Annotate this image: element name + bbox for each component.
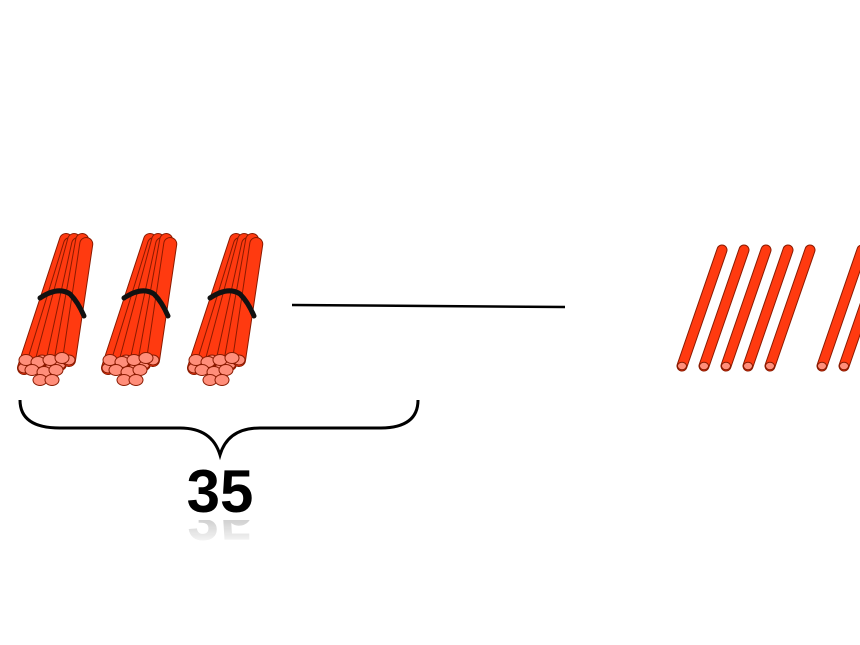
- stick-end: [218, 364, 234, 376]
- tens-bundle: [101, 233, 178, 386]
- stick-end: [48, 364, 64, 376]
- stick-end: [224, 352, 240, 364]
- total-value-label: 35: [186, 458, 254, 525]
- bundle-band: [207, 288, 257, 319]
- ones-stick: [838, 302, 860, 372]
- stick-end: [44, 374, 60, 386]
- answer-blank-line: [291, 303, 566, 309]
- total-brace: [18, 399, 420, 461]
- bundle-band: [37, 288, 87, 319]
- tens-bundle: [17, 233, 94, 386]
- ones-stick: [720, 244, 772, 372]
- stick-end: [128, 374, 144, 386]
- ones-sticks-group: [676, 244, 860, 372]
- stick-end: [214, 374, 230, 386]
- tens-bundle: [187, 233, 264, 386]
- total-value-reflection: 35: [150, 520, 290, 548]
- stick-end: [138, 352, 154, 364]
- tens-bundles-group: [17, 233, 264, 386]
- ones-stick: [816, 244, 860, 372]
- stick-end: [54, 352, 70, 364]
- stick-end: [132, 364, 148, 376]
- ones-stick: [676, 244, 728, 372]
- ones-stick: [764, 244, 816, 372]
- bundle-band: [121, 288, 171, 319]
- ones-stick: [698, 244, 750, 372]
- ones-stick: [742, 244, 794, 372]
